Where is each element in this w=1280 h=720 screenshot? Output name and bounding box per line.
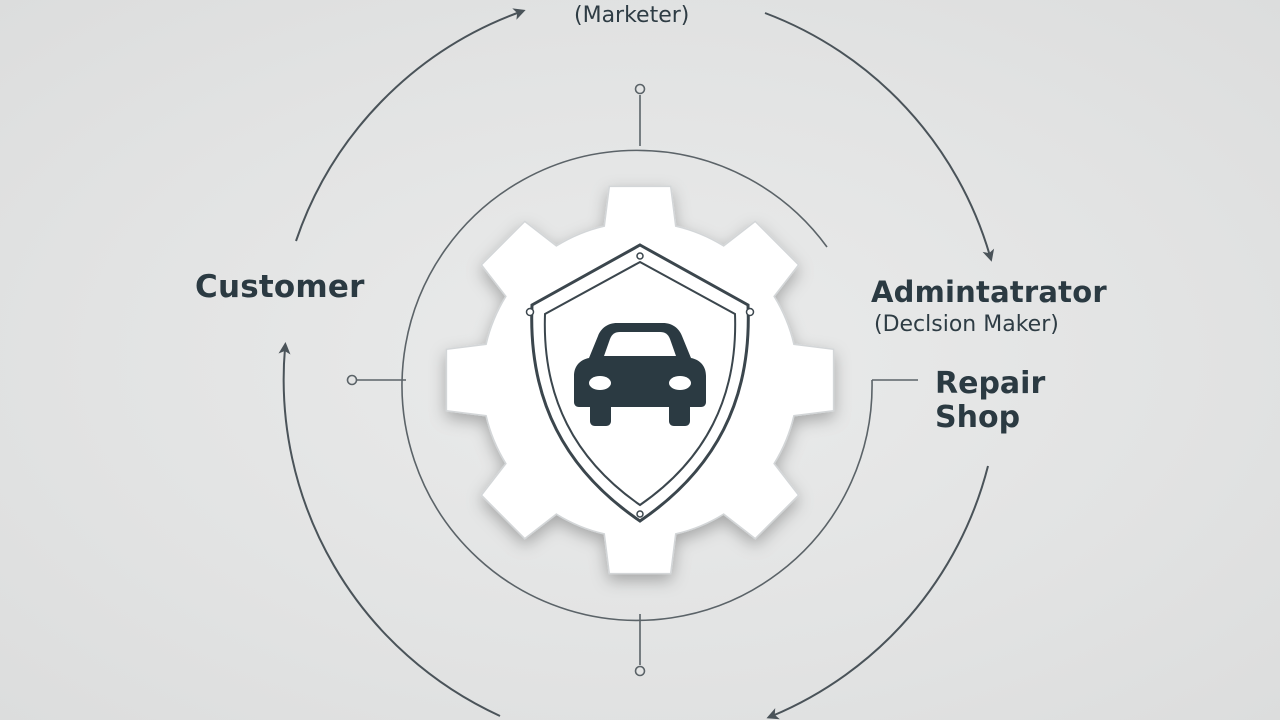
arc-top-to-right [764,12,995,262]
label-top-role: (Marketer) [574,3,690,28]
shield-inner-outline [543,260,737,507]
arc-bottom-to-left [278,342,501,717]
inner-ring [401,149,873,622]
shield-rivet-bottom [636,510,644,518]
arc-left-to-top [295,8,526,242]
label-customer: Customer [195,269,365,305]
shield-rivet-top [636,252,644,260]
node-bottom [634,665,646,677]
node-left [346,374,358,386]
shield-rivet-right [745,307,755,317]
arc-right-to-bottom [766,465,989,720]
label-repair-shop: Repair Shop [935,366,1046,435]
car-icon [574,323,706,426]
node-top [634,83,646,95]
shield-rivet-left [525,307,535,317]
shield-icon [530,243,750,523]
label-administrator: Admintatrator [871,275,1107,309]
label-decision-maker: (Declsion Maker) [874,312,1059,337]
